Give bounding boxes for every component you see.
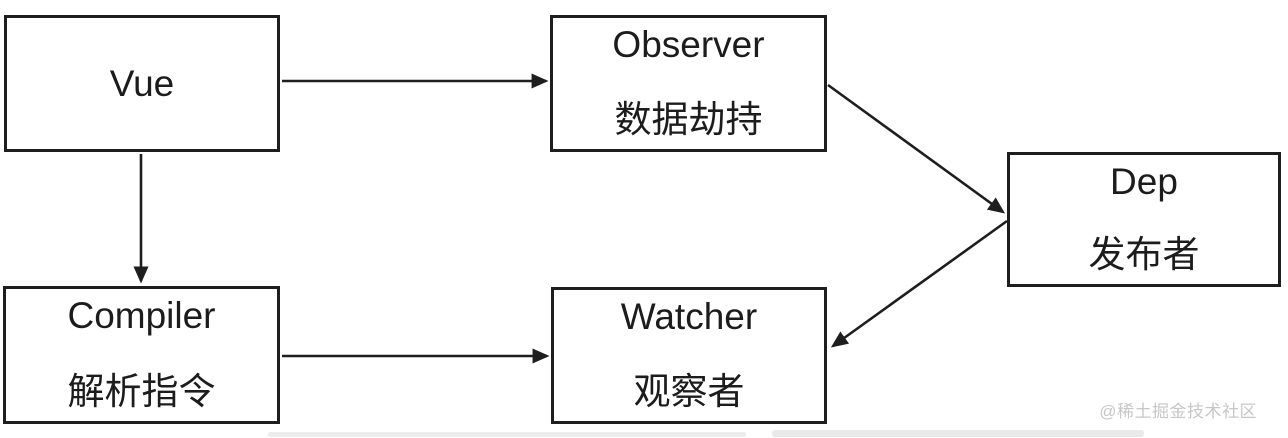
artifact-bar-left bbox=[268, 432, 746, 437]
node-watcher-title: Watcher bbox=[620, 296, 758, 337]
node-vue: Vue bbox=[4, 15, 280, 152]
watermark: @稀土掘金技术社区 bbox=[1099, 402, 1257, 421]
node-dep: Dep 发布者 bbox=[1007, 152, 1281, 287]
arrow-observer-dep bbox=[827, 83, 1006, 214]
node-compiler-subtitle: 解析指令 bbox=[67, 371, 216, 412]
node-dep-subtitle: 发布者 bbox=[1088, 234, 1200, 275]
node-watcher-subtitle: 观察者 bbox=[633, 371, 745, 412]
artifact-bar-right bbox=[772, 430, 1144, 437]
arrow-dep-watcher bbox=[830, 219, 1008, 348]
node-observer: Observer 数据劫持 bbox=[550, 15, 827, 152]
node-compiler: Compiler 解析指令 bbox=[3, 286, 280, 424]
node-dep-title: Dep bbox=[1110, 161, 1178, 202]
node-observer-subtitle: 数据劫持 bbox=[614, 99, 763, 140]
node-vue-title: Vue bbox=[109, 62, 175, 104]
node-watcher: Watcher 观察者 bbox=[551, 287, 827, 424]
node-compiler-title: Compiler bbox=[67, 295, 216, 336]
node-observer-title: Observer bbox=[612, 24, 765, 65]
